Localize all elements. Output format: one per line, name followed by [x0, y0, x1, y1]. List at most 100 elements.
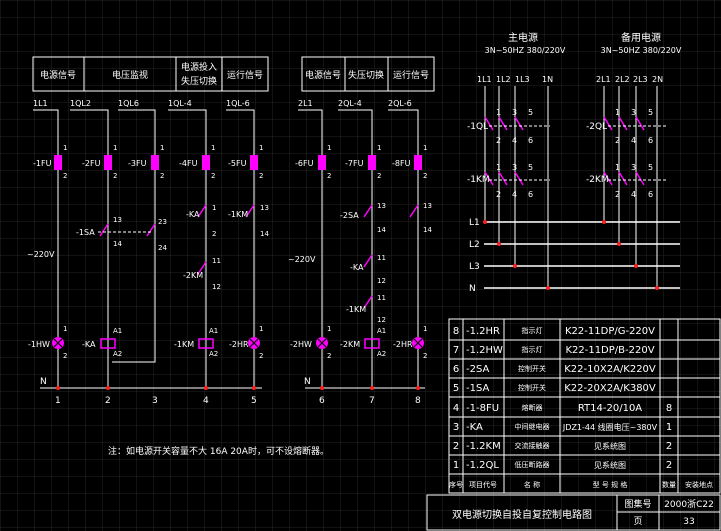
svg-text:1: 1: [212, 204, 216, 212]
page-number: 33: [683, 517, 694, 527]
svg-text:2: 2: [423, 352, 427, 360]
header-run-signal: 运行信号: [227, 69, 263, 81]
svg-text:-7FU: -7FU: [345, 159, 364, 168]
right-wire-labels: 2L1 2QL-4 2QL-6: [298, 99, 412, 108]
svg-text:见系统图: 见系统图: [594, 460, 626, 470]
left-neutral-nodes: [56, 386, 256, 390]
breaker-1QL-contacts: [484, 116, 645, 186]
svg-text:-3FU: -3FU: [128, 159, 147, 168]
svg-text:-6FU: -6FU: [295, 159, 314, 168]
svg-text:6: 6: [528, 190, 533, 199]
backup-source-title: 备用电源: [621, 31, 661, 44]
right-neutral-nodes: [320, 386, 420, 390]
lamp-right-2HR-label: -2HR: [393, 340, 413, 349]
right-lamps: [316, 337, 424, 349]
svg-text:K22-20X2A/K380V: K22-20X2A/K380V: [564, 383, 656, 394]
svg-text:2: 2: [327, 172, 331, 180]
svg-text:1: 1: [423, 325, 427, 333]
backup-contactor-label: -2KM: [586, 175, 609, 185]
svg-text:1: 1: [423, 144, 427, 152]
svg-text:5: 5: [528, 163, 533, 172]
right-header-box: [301, 56, 435, 92]
svg-text:-1.2HR: -1.2HR: [466, 326, 500, 337]
svg-text:型 号 规 格: 型 号 规 格: [593, 480, 628, 489]
svg-text:A1: A1: [377, 327, 386, 335]
right-neutral-label: N: [304, 377, 311, 387]
backup-source-spec: 3N~50HZ 380/220V: [601, 46, 682, 55]
svg-text:4: 4: [453, 403, 459, 414]
svg-text:12: 12: [377, 316, 386, 324]
svg-text:-2SA: -2SA: [466, 364, 490, 375]
left-header-box: [32, 56, 269, 92]
svg-text:1: 1: [55, 396, 61, 406]
header-loss-switch: 失压切换: [181, 75, 217, 87]
svg-text:6: 6: [453, 364, 459, 375]
svg-text:2: 2: [615, 136, 620, 145]
svg-text:-1.2QL: -1.2QL: [466, 460, 499, 471]
svg-text:JDZ1-44 线圈电压~380V: JDZ1-44 线圈电压~380V: [562, 422, 658, 432]
right-contacts: [363, 204, 419, 309]
svg-text:14: 14: [113, 240, 122, 248]
svg-text:5: 5: [648, 108, 653, 117]
switch-1SA: [99, 223, 156, 237]
svg-text:项目代号: 项目代号: [469, 480, 497, 489]
svg-text:1: 1: [615, 108, 620, 117]
svg-text:A2: A2: [209, 350, 218, 358]
svg-text:A2: A2: [377, 350, 386, 358]
header-right-run-signal: 运行信号: [393, 69, 429, 81]
svg-text:K22-11DP/B-220V: K22-11DP/B-220V: [565, 345, 654, 356]
svg-text:1: 1: [327, 144, 331, 152]
svg-text:8: 8: [415, 396, 421, 406]
svg-text:-1-8FU: -1-8FU: [466, 403, 499, 414]
svg-text:3: 3: [631, 108, 636, 117]
svg-text:14: 14: [423, 226, 432, 234]
right-contact-KA-label: -KA: [350, 263, 364, 272]
svg-text:2: 2: [377, 172, 381, 180]
phase-2N: 2N: [652, 75, 663, 84]
svg-text:4: 4: [631, 190, 636, 199]
contact-2KM-label: -2KM: [183, 271, 203, 280]
svg-text:2: 2: [453, 441, 459, 452]
main-source-spec: 3N~50HZ 380/220V: [485, 46, 566, 55]
svg-text:3: 3: [152, 396, 158, 406]
bus-L2: L2: [469, 240, 480, 250]
lamp-2HR-label: -2HR: [229, 340, 249, 349]
svg-text:8: 8: [453, 326, 459, 337]
svg-text:3: 3: [512, 108, 517, 117]
svg-text:2: 2: [327, 352, 331, 360]
right-fuse-labels: -6FU -7FU -8FU: [295, 159, 411, 168]
svg-text:24: 24: [158, 244, 167, 252]
right-contact-1KM-label: -1KM: [346, 305, 366, 314]
svg-text:2: 2: [496, 136, 501, 145]
svg-text:14: 14: [377, 226, 386, 234]
svg-text:1QL-6: 1QL-6: [226, 99, 250, 108]
breaker-link-dashes: [489, 125, 668, 181]
coil-1KM-label: -1KM: [174, 340, 194, 349]
svg-text:1: 1: [259, 325, 263, 333]
right-voltage: ~220V: [288, 255, 316, 264]
svg-text:A2: A2: [113, 350, 122, 358]
svg-text:K22-11DP/G-220V: K22-11DP/G-220V: [565, 326, 655, 337]
phase-1L3: 1L3: [515, 75, 530, 84]
svg-text:1L1: 1L1: [33, 99, 48, 108]
svg-text:1: 1: [259, 144, 263, 152]
svg-text:13: 13: [423, 202, 432, 210]
left-fuses: [54, 155, 258, 170]
header-power-on: 电源投入: [181, 61, 217, 73]
svg-text:2: 2: [105, 396, 111, 406]
bom-header-row: 序号 项目代号 名 称 型 号 规 格 数量 安装地点: [449, 480, 713, 489]
phase-2L3: 2L3: [633, 75, 648, 84]
svg-text:13: 13: [377, 202, 386, 210]
left-contacts: [197, 204, 255, 275]
svg-text:-4FU: -4FU: [179, 159, 198, 168]
svg-text:-KA: -KA: [466, 422, 483, 433]
svg-text:1QL2: 1QL2: [70, 99, 91, 108]
svg-text:5: 5: [528, 108, 533, 117]
svg-text:2: 2: [259, 172, 263, 180]
bus-nodes: [483, 220, 659, 290]
svg-text:-1FU: -1FU: [33, 159, 52, 168]
